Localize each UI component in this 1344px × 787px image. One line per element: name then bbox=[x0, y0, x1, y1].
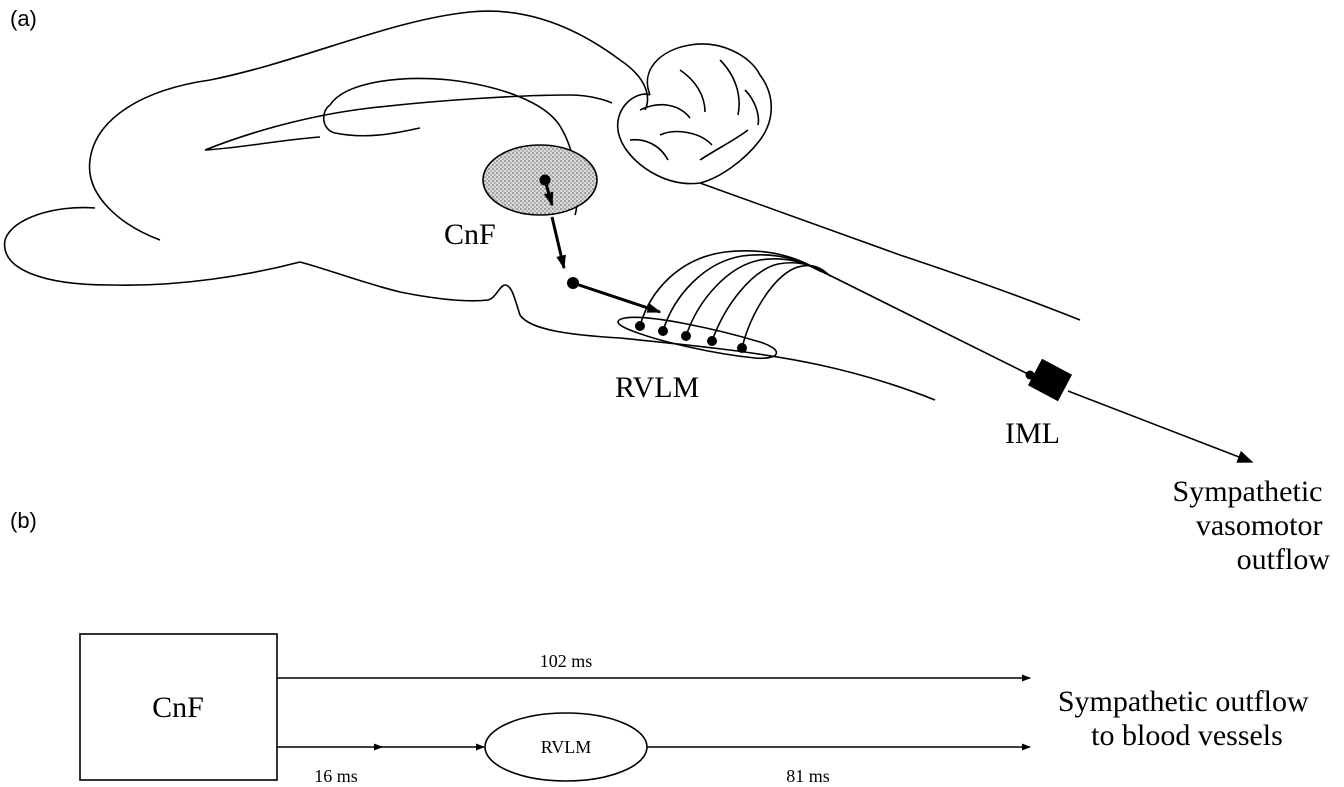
latency-rvlm-outflow: 81 ms bbox=[786, 766, 830, 786]
label-cnf: CnF bbox=[444, 218, 496, 251]
cnf-box-label: CnF bbox=[152, 691, 204, 724]
rvlm-nucleus bbox=[618, 251, 830, 358]
outflow-arrow bbox=[1068, 391, 1252, 462]
bulbospinal-pathway bbox=[815, 268, 1030, 375]
olfactory-outline bbox=[5, 208, 300, 286]
cerebellum-folia bbox=[630, 60, 758, 160]
target-label: Sympathetic outflow to blood vessels bbox=[1058, 685, 1316, 752]
panel-b-label: (b) bbox=[10, 508, 37, 533]
label-iml: IML bbox=[1005, 417, 1060, 450]
panel-a-label: (a) bbox=[10, 6, 37, 31]
label-rvlm: RVLM bbox=[615, 371, 699, 404]
label-vasomotor-outflow: Sympathetic vasomotor outflow bbox=[1173, 475, 1331, 576]
cerebellum bbox=[618, 44, 772, 184]
cnf-arrow-2 bbox=[552, 217, 564, 268]
latency-direct: 102 ms bbox=[540, 651, 593, 671]
iml-neuron bbox=[1028, 359, 1072, 401]
rvlm-axon-5 bbox=[742, 266, 830, 348]
latency-cnf-rvlm: 16 ms bbox=[314, 766, 358, 786]
rvlm-ellipse-label: RVLM bbox=[541, 737, 592, 757]
corpus-callosum bbox=[205, 95, 612, 150]
